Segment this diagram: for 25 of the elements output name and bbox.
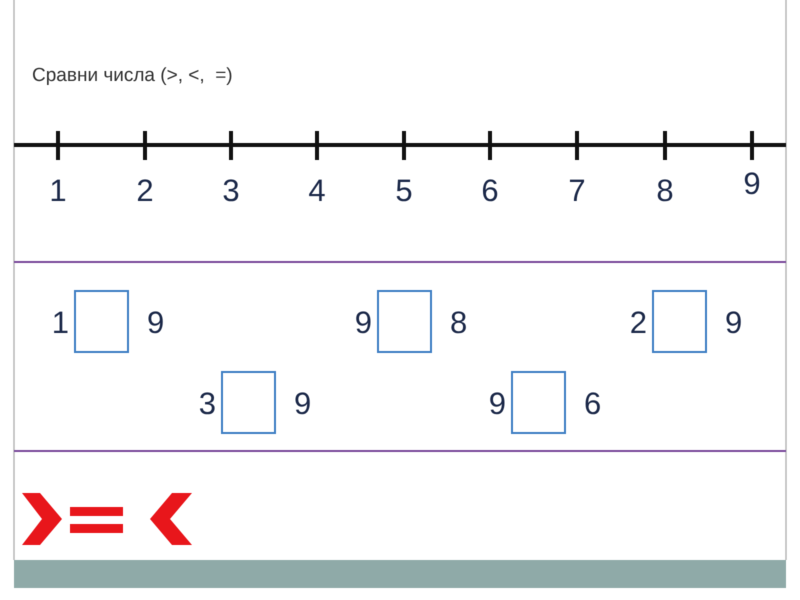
answer-box <box>377 290 432 353</box>
answer-box <box>511 371 566 434</box>
number: 9 <box>354 307 372 338</box>
tick-number: 9 <box>742 168 762 199</box>
number: 8 <box>450 307 468 338</box>
title: Сравни числа (>, <, =) <box>32 65 233 87</box>
number: 1 <box>52 307 69 338</box>
number: 2 <box>630 307 647 338</box>
number: 6 <box>584 388 602 419</box>
answer-box <box>652 290 707 353</box>
number: 9 <box>725 307 742 338</box>
number: 3 <box>198 388 216 419</box>
tick-number: 4 <box>307 175 327 206</box>
tick-number: 5 <box>394 175 414 206</box>
tick-number: 1 <box>48 175 68 206</box>
answer-box <box>74 290 129 353</box>
number: 9 <box>147 307 164 338</box>
tick-number: 6 <box>480 175 500 206</box>
tick-number: 3 <box>221 175 241 206</box>
answer-box <box>221 371 276 434</box>
number: 9 <box>488 388 506 419</box>
number: 9 <box>294 388 312 419</box>
tick-number: 2 <box>135 175 155 206</box>
tick-number: 8 <box>655 175 675 206</box>
tick-number: 7 <box>567 175 587 206</box>
